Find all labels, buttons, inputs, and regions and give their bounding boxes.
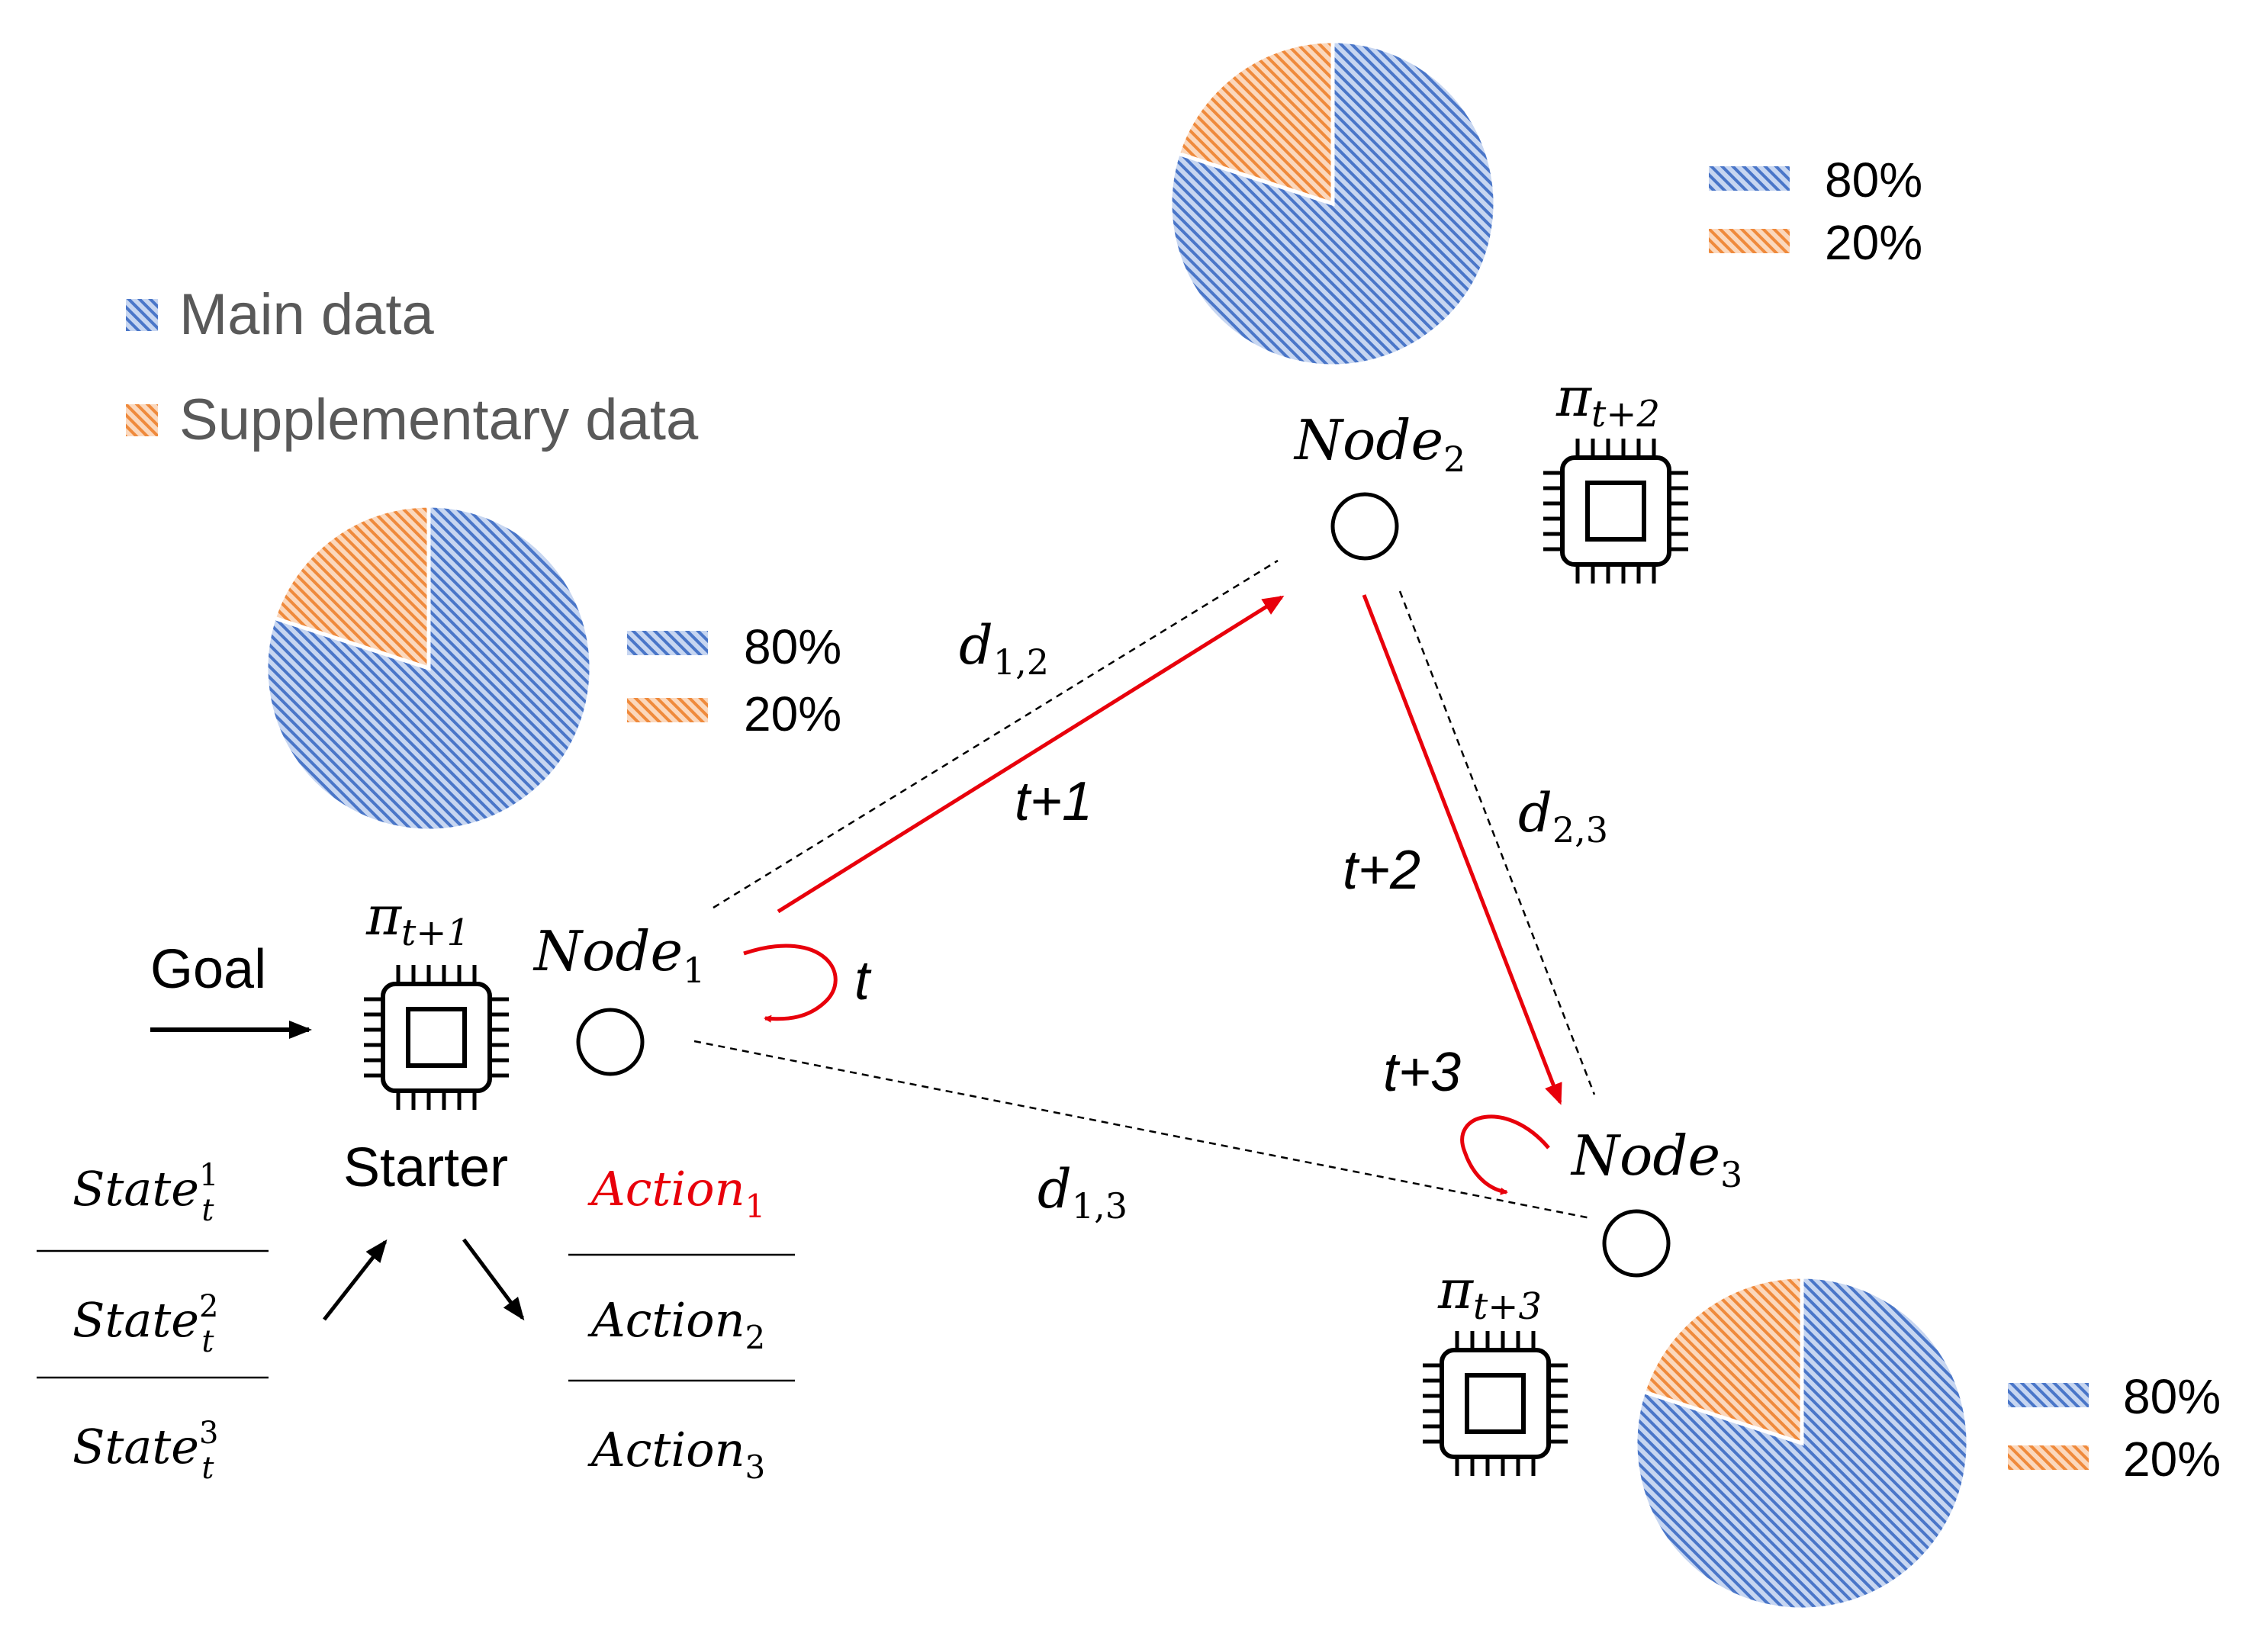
node-3: Node3 bbox=[1570, 1124, 1742, 1278]
pie-legend-main-pct: 80% bbox=[2123, 1369, 2221, 1424]
pie-legend-main-pct: 80% bbox=[1825, 153, 1922, 207]
pie-legend-supp-pct: 20% bbox=[744, 686, 841, 741]
node-2-label: Node2 bbox=[1293, 408, 1465, 480]
pie-legend-supp-swatch bbox=[2008, 1445, 2089, 1470]
action-1: Action1 bbox=[587, 1161, 765, 1225]
step-label-t: t bbox=[854, 950, 872, 1011]
policy-starter: πt+1 Starter bbox=[343, 885, 509, 1198]
policy-node2: πt+2 bbox=[1543, 366, 1688, 584]
node-1: Node1 bbox=[532, 919, 705, 1076]
chip-icon bbox=[1543, 439, 1688, 584]
starter-label: Starter bbox=[343, 1137, 508, 1198]
pie-chart-node1 bbox=[264, 503, 594, 833]
legend-supplementary-label: Supplementary data bbox=[179, 387, 699, 452]
pie-legend-supp-swatch bbox=[627, 698, 708, 722]
distance-label-1-2: d1,2 bbox=[959, 614, 1049, 683]
node-1-label: Node1 bbox=[532, 919, 705, 991]
pie-legend-node1: 80% 20% bbox=[627, 619, 841, 741]
pie-slice-supplementary bbox=[272, 503, 431, 671]
pie-legend-supp-pct: 20% bbox=[1825, 215, 1922, 270]
legend-supplementary-swatch bbox=[126, 404, 158, 436]
node-2: Node2 bbox=[1293, 408, 1465, 561]
distance-line-2-3 bbox=[1398, 590, 1596, 1095]
node-1-circle bbox=[576, 1008, 645, 1076]
pie-legend-supp-swatch bbox=[1709, 229, 1790, 253]
pie-chart-node3 bbox=[1633, 1275, 1970, 1612]
action-3: Action3 bbox=[587, 1422, 765, 1486]
chip-icon bbox=[364, 965, 509, 1110]
self-loop-t3 bbox=[1460, 1114, 1550, 1195]
node-3-label: Node3 bbox=[1570, 1124, 1742, 1195]
goal: Goal bbox=[150, 939, 312, 1039]
legend-main-swatch bbox=[126, 299, 158, 331]
distance-line-1-2 bbox=[713, 559, 1279, 909]
legend: Main data Supplementary data bbox=[126, 282, 699, 452]
policy-label-2: πt+2 bbox=[1555, 366, 1660, 436]
chip-icon bbox=[1423, 1331, 1568, 1476]
pie-chart-node2 bbox=[1168, 39, 1498, 368]
distance-lines bbox=[693, 559, 1596, 1220]
pie-legend-main-swatch bbox=[2008, 1383, 2089, 1407]
actions-table: Action1 Action2 Action3 bbox=[568, 1161, 795, 1486]
goal-label: Goal bbox=[150, 939, 266, 1000]
action-2: Action2 bbox=[587, 1292, 765, 1356]
policy-label-3: πt+3 bbox=[1437, 1259, 1542, 1328]
step-label-t1: t+1 bbox=[1015, 771, 1092, 832]
pie-legend-supp-pct: 20% bbox=[2123, 1432, 2221, 1487]
self-loop-t bbox=[743, 944, 838, 1023]
transition-arrow-t1 bbox=[777, 595, 1285, 914]
arrow-states-to-starter bbox=[323, 1239, 388, 1321]
pie-legend-main-swatch bbox=[627, 631, 708, 655]
node-3-circle bbox=[1602, 1209, 1671, 1278]
policy-node3: πt+3 bbox=[1423, 1259, 1568, 1476]
distance-line-1-3 bbox=[693, 1040, 1591, 1220]
policy-label-1: πt+1 bbox=[365, 885, 470, 954]
pie-slice-supplementary bbox=[1641, 1275, 1804, 1446]
pie-slice-supplementary bbox=[1176, 39, 1335, 207]
step-label-t3: t+3 bbox=[1383, 1042, 1461, 1103]
pie-legend-main-pct: 80% bbox=[744, 619, 841, 674]
step-label-t2: t+2 bbox=[1343, 840, 1420, 901]
arrow-starter-to-actions bbox=[462, 1238, 525, 1321]
legend-main-label: Main data bbox=[179, 282, 434, 347]
pie-legend-node3: 80% 20% bbox=[2008, 1369, 2221, 1487]
transition-arrows bbox=[743, 594, 1562, 1195]
pie-legend-main-swatch bbox=[1709, 166, 1790, 191]
pie-legend-node2: 80% 20% bbox=[1709, 153, 1922, 270]
transition-arrow-t2 bbox=[1362, 594, 1562, 1105]
distance-label-2-3: d2,3 bbox=[1518, 782, 1608, 850]
distance-label-1-3: d1,3 bbox=[1037, 1158, 1128, 1227]
node-2-circle bbox=[1330, 492, 1399, 561]
